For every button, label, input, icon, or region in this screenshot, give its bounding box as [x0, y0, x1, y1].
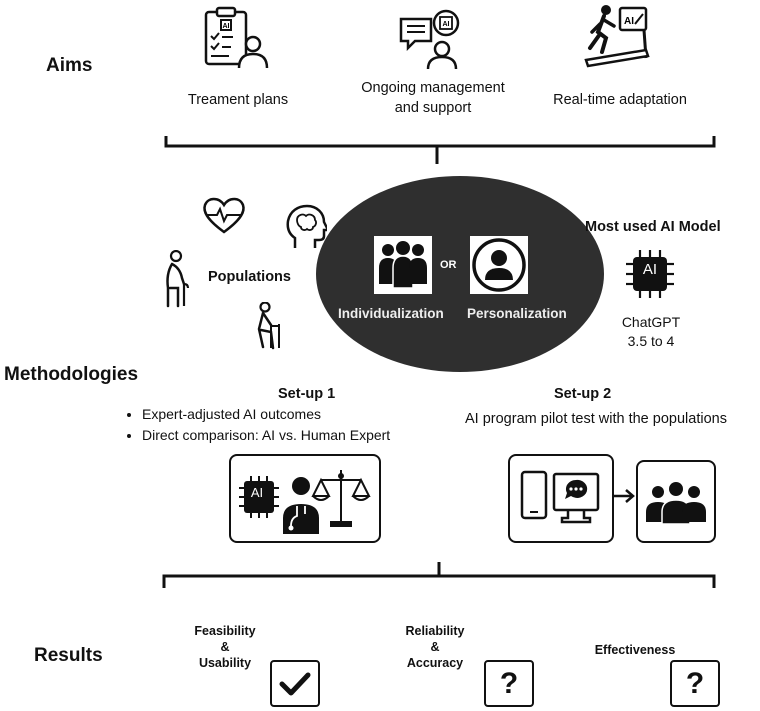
result-line: Accuracy [406, 656, 464, 670]
populations-label: Populations [208, 269, 291, 285]
svg-text:AI: AI [624, 16, 634, 27]
setup1-bullet: Expert-adjusted AI outcomes [142, 404, 390, 425]
person-circle-icon [472, 238, 526, 292]
arrow-right-icon [612, 489, 635, 503]
ai-model-name: ChatGPT [621, 314, 681, 330]
individualization-label: Individualization [338, 306, 444, 321]
svg-text:AI: AI [443, 21, 450, 28]
setup2-subtitle: AI program pilot test with the populatio… [465, 411, 727, 427]
setup1-box [229, 454, 381, 543]
aim-treatment-plans: Treament plans [187, 92, 289, 108]
ai-model-heading: Most used AI Model [585, 219, 721, 235]
result-line: Usability [198, 656, 252, 670]
aim-ongoing-management: Ongoing management and support [361, 80, 505, 116]
check-icon [279, 672, 311, 696]
result-line: Reliability [405, 624, 465, 638]
status-check-box [270, 660, 320, 707]
treadmill-ai-icon: AI [584, 5, 650, 68]
person-icon-box [470, 236, 528, 294]
methodologies-bracket [162, 562, 716, 588]
aims-heading: Aims [46, 55, 93, 76]
status-question-box: ? [484, 660, 534, 707]
setup2-title: Set-up 2 [554, 386, 612, 402]
setup1-bullets: Expert-adjusted AI outcomes Direct compa… [124, 404, 390, 446]
status-question-box: ? [670, 660, 720, 707]
methodologies-heading: Methodologies [4, 364, 139, 385]
result-line: Feasibility [194, 624, 256, 638]
heart-rate-icon [203, 197, 245, 234]
chat-ai-person-icon: AI [399, 9, 460, 70]
clipboard-ai-person-icon: AI [204, 6, 269, 69]
aim-real-time-adaptation: Real-time adaptation [553, 92, 687, 108]
setup1-title: Set-up 1 [278, 386, 336, 402]
or-label: OR [440, 259, 457, 271]
result-reliability: Reliability & Accuracy [390, 623, 480, 671]
result-feasibility: Feasibility & Usability [180, 623, 270, 671]
center-ellipse [316, 176, 604, 372]
doctor-icon [292, 477, 310, 495]
setup1-chip-text: AI [250, 485, 264, 500]
ai-chip-text: AI [642, 261, 658, 278]
rehab-walker-icon [257, 302, 280, 350]
setup2-device-box [508, 454, 614, 543]
brain-head-icon [286, 204, 327, 248]
result-line: & [220, 640, 230, 654]
ai-chip-icon [626, 250, 674, 298]
personalization-label: Personalization [467, 306, 567, 321]
result-effectiveness: Effectiveness [594, 643, 676, 657]
results-heading: Results [34, 645, 103, 666]
phone-monitor-chat-icon [520, 470, 600, 524]
group-icon-box [374, 236, 432, 294]
group-small-icon [646, 482, 706, 525]
aims-bracket [164, 136, 716, 164]
svg-text:AI: AI [223, 23, 230, 30]
scales-icon [311, 470, 371, 527]
setup1-bullet: Direct comparison: AI vs. Human Expert [142, 425, 390, 446]
group-icon [379, 241, 427, 289]
ai-model-versions: 3.5 to 4 [627, 333, 675, 349]
result-line: & [430, 640, 440, 654]
ai-vs-expert-icons [239, 470, 371, 534]
setup2-group-box [636, 460, 716, 543]
elderly-cane-icon [166, 250, 190, 308]
